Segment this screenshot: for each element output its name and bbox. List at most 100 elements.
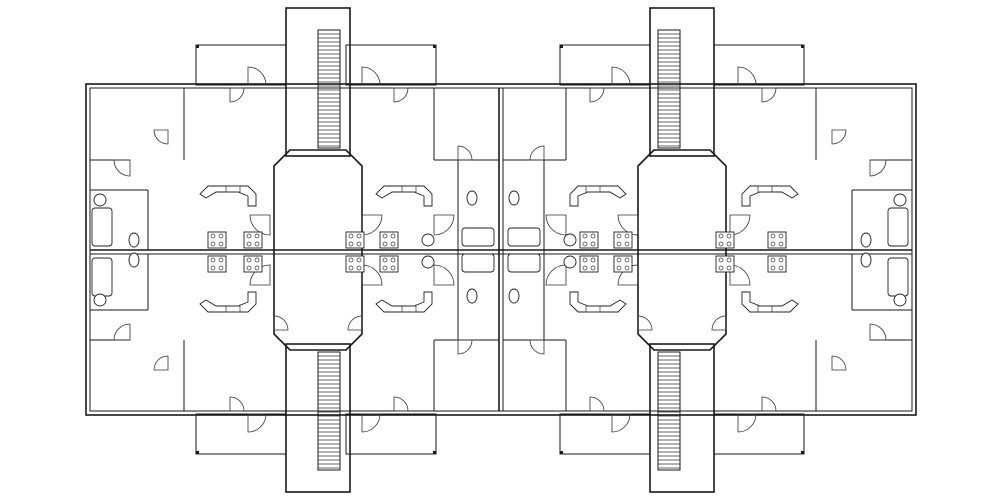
burner xyxy=(210,233,216,239)
door-swing xyxy=(761,87,777,103)
burner xyxy=(356,257,362,263)
lavatory-sink xyxy=(93,293,107,307)
burner xyxy=(582,233,588,239)
corner-mark xyxy=(433,451,436,454)
door-swing xyxy=(529,145,545,161)
door-swing xyxy=(869,323,887,341)
kitchen-counter xyxy=(569,185,627,207)
lavatory-sink xyxy=(893,293,907,307)
burner xyxy=(624,265,630,271)
burner xyxy=(582,241,588,247)
range xyxy=(613,255,633,273)
burner xyxy=(590,257,596,263)
burner xyxy=(718,241,724,247)
burner xyxy=(778,257,784,263)
burner xyxy=(348,257,354,263)
door-swing xyxy=(737,413,757,433)
bathtub xyxy=(887,207,909,247)
door-swing xyxy=(589,87,605,103)
toilet xyxy=(860,252,872,268)
kitchen-sink xyxy=(225,305,241,313)
range xyxy=(345,255,365,273)
kitchen-sink xyxy=(757,305,773,313)
door-swing xyxy=(229,87,245,103)
range xyxy=(207,231,227,249)
patio xyxy=(345,413,437,455)
door-swing xyxy=(393,396,409,412)
toilet xyxy=(508,190,520,206)
toilet xyxy=(466,288,478,304)
door-swing xyxy=(273,315,289,331)
patios xyxy=(195,44,805,455)
kitchen-counter xyxy=(741,291,799,313)
corner-mark xyxy=(560,451,563,454)
burner xyxy=(390,265,396,271)
stair-run-bottom xyxy=(657,351,681,471)
door-swing xyxy=(393,87,409,103)
burner xyxy=(726,257,732,263)
lavatory-sink xyxy=(563,233,577,247)
burner xyxy=(770,233,776,239)
toilet xyxy=(466,190,478,206)
kitchen-sink xyxy=(585,185,601,193)
door-swing xyxy=(361,214,383,236)
burner xyxy=(770,241,776,247)
toilet xyxy=(128,252,140,268)
burner xyxy=(246,257,252,263)
range xyxy=(715,231,735,249)
bathtub xyxy=(887,257,909,297)
bath-fixtures xyxy=(91,190,909,307)
burner xyxy=(616,241,622,247)
door-swing xyxy=(617,214,639,236)
burner xyxy=(254,241,260,247)
burner xyxy=(726,241,732,247)
range xyxy=(579,231,599,249)
door-swing xyxy=(113,159,131,177)
range xyxy=(207,255,227,273)
burner xyxy=(210,241,216,247)
bathtub xyxy=(507,253,541,273)
kitchen-counter xyxy=(375,185,433,207)
lavatory-sink xyxy=(421,255,435,269)
burner xyxy=(254,257,260,263)
range xyxy=(243,255,263,273)
burner xyxy=(726,265,732,271)
burner xyxy=(718,257,724,263)
burner xyxy=(210,257,216,263)
bathtub xyxy=(507,227,541,247)
burner xyxy=(210,265,216,271)
corner-mark xyxy=(196,45,199,48)
door-swing xyxy=(831,355,847,371)
range xyxy=(345,231,365,249)
burner xyxy=(778,265,784,271)
kitchen-counter xyxy=(199,291,257,313)
burner xyxy=(582,265,588,271)
burner xyxy=(590,233,596,239)
burner xyxy=(382,265,388,271)
range xyxy=(579,255,599,273)
kitchen-counter xyxy=(569,291,627,313)
burner xyxy=(356,233,362,239)
door-swing xyxy=(153,355,169,371)
door-swing xyxy=(247,413,267,433)
patio xyxy=(559,413,651,455)
burner xyxy=(726,233,732,239)
burner xyxy=(348,233,354,239)
burner xyxy=(356,241,362,247)
door-swing xyxy=(589,396,605,412)
appliances xyxy=(207,231,787,273)
lavatory-sink xyxy=(893,193,907,207)
burner xyxy=(348,265,354,271)
burner xyxy=(624,233,630,239)
stair-run-top xyxy=(657,29,681,149)
kitchen-sink xyxy=(401,305,417,313)
corner-mark xyxy=(196,451,199,454)
stair-run-top xyxy=(317,29,341,149)
burner xyxy=(778,233,784,239)
door-swing xyxy=(611,66,631,86)
kitchen-counter xyxy=(199,185,257,207)
burner xyxy=(582,257,588,263)
patio xyxy=(195,44,287,86)
burner xyxy=(356,265,362,271)
